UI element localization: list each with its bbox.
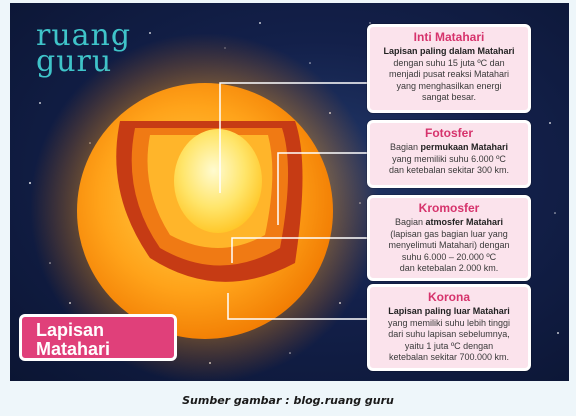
card-body: Lapisan paling dalam Matahari dengan suh… [383, 46, 515, 103]
card-fotosfer: Fotosfer Bagian permukaan Matahari yang … [367, 120, 531, 188]
card-body: Bagian atmosfer Matahari (lapisan gas ba… [388, 217, 510, 274]
badge-line-1: Lapisan [36, 320, 105, 340]
badge-line-2: Matahari [36, 339, 111, 359]
sun-core [174, 129, 262, 233]
image-caption: Sumber gambar : blog.ruang guru [182, 394, 394, 407]
title-badge: Lapisan Matahari [19, 314, 177, 361]
card-body: Lapisan paling luar Matahari yang memili… [387, 306, 511, 363]
diagram-image: ruang guru [10, 3, 569, 381]
sun-illustration [30, 33, 380, 381]
logo-line-1: ruang [36, 18, 132, 53]
card-korona: Korona Lapisan paling luar Matahari yang… [367, 284, 531, 371]
card-body: Bagian permukaan Matahari yang memiliki … [388, 142, 510, 176]
card-kromosfer: Kromosfer Bagian atmosfer Matahari (lapi… [367, 195, 531, 281]
card-title: Kromosfer [418, 201, 480, 215]
card-title: Korona [428, 290, 470, 304]
card-inti-matahari: Inti Matahari Lapisan paling dalam Matah… [367, 24, 531, 113]
card-title: Fotosfer [425, 126, 473, 140]
card-title: Inti Matahari [413, 30, 485, 44]
leader-lines [219, 82, 370, 320]
